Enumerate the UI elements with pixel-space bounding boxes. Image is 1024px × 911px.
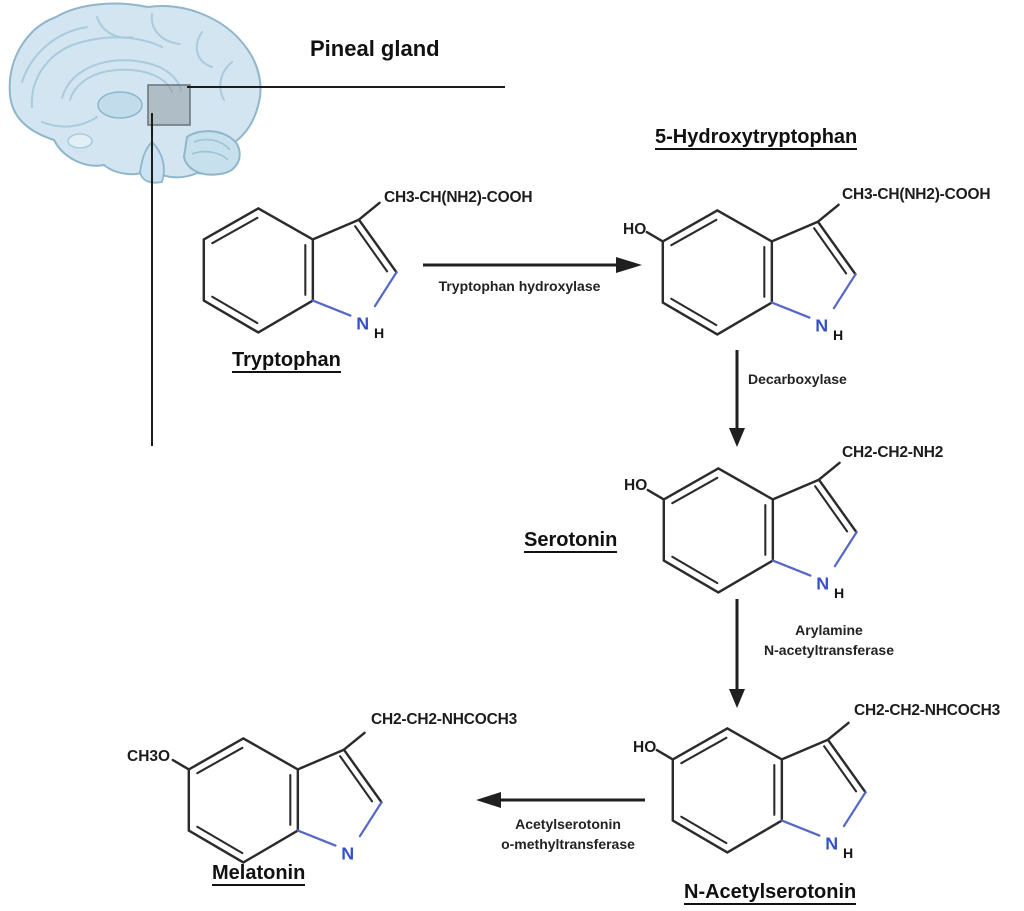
n-acetylserotonin-sidechain-formula: CH2-CH2-NHCOCH3: [854, 702, 1000, 719]
arrow-5htp-to-serotonin: [729, 350, 745, 447]
serotonin-hydroxyl-label: HO: [624, 477, 648, 494]
nitrogen-atom-label: N: [356, 314, 369, 334]
brain-thalamus: [97, 91, 143, 119]
brain-cerebellum-lines: [191, 138, 231, 161]
melatonin-methoxy-label: CH3O: [127, 748, 171, 765]
nitrogen-atom-label: N: [825, 834, 838, 854]
serotonin-structure: N H: [646, 461, 858, 601]
melatonin-name: Melatonin: [212, 862, 306, 886]
hydrogen-atom-label: H: [834, 585, 844, 601]
hydrogen-atom-label: H: [374, 325, 384, 341]
arrow-serotonin-to-nacetylserotonin: [729, 599, 745, 708]
pineal-pointer-vertical-line: [151, 113, 153, 446]
5-hydroxytryptophan-sidechain-formula: CH3-CH(NH2)-COOH: [842, 186, 991, 203]
serotonin-sidechain-formula: CH2-CH2-NH2: [842, 444, 944, 461]
n-acetylserotonin-name: N-Acetylserotonin: [684, 881, 857, 905]
melatonin-structure: N: [171, 731, 383, 864]
tryptophan-name: Tryptophan: [232, 349, 341, 373]
brain-gyri-lines: [21, 13, 233, 128]
enzyme-line-1: Arylamine: [795, 622, 863, 638]
pineal-pointer-horizontal-line: [187, 86, 505, 88]
5-hydroxytryptophan-hydroxyl-label: HO: [623, 221, 647, 238]
arrow-nacetylserotonin-to-melatonin: [476, 792, 645, 808]
nitrogen-atom-label: N: [816, 574, 829, 594]
melatonin-sidechain-formula: CH2-CH2-NHCOCH3: [371, 711, 517, 728]
arrow-tryptophan-to-5htp: [423, 257, 642, 273]
n-acetylserotonin-structure: N H: [655, 721, 867, 861]
enzyme-arylamine-n-acetyltransferase: Arylamine N-acetyltransferase: [748, 620, 910, 661]
5-hydroxytryptophan-name: 5-Hydroxytryptophan: [655, 126, 858, 150]
enzyme-line-2: N-acetyltransferase: [764, 642, 894, 659]
tryptophan-sidechain-formula: CH3-CH(NH2)-COOH: [384, 189, 533, 206]
serotonin-name: Serotonin: [524, 529, 618, 553]
nitrogen-atom-label: N: [341, 844, 354, 864]
hydrogen-atom-label: H: [833, 327, 843, 343]
enzyme-acetylserotonin-o-methyltransferase: Acetylserotonin o-methyltransferase: [478, 814, 658, 855]
tryptophan-structure: N H: [202, 201, 398, 341]
nitrogen-atom-label: N: [815, 316, 828, 336]
enzyme-decarboxylase: Decarboxylase: [748, 371, 847, 387]
5-hydroxytryptophan-structure: N H: [645, 203, 857, 343]
enzyme-line-2: o-methyltransferase: [501, 836, 635, 853]
n-acetylserotonin-hydroxyl-label: HO: [633, 739, 657, 756]
brain-illustration: [8, 2, 262, 184]
pineal-gland-marker: [147, 84, 191, 126]
enzyme-tryptophan-hydroxylase: Tryptophan hydroxylase: [438, 278, 601, 294]
brain-detail-blob: [67, 133, 93, 149]
enzyme-line-1: Acetylserotonin: [515, 816, 621, 832]
pineal-gland-label: Pineal gland: [310, 36, 440, 61]
hydrogen-atom-label: H: [843, 845, 853, 861]
